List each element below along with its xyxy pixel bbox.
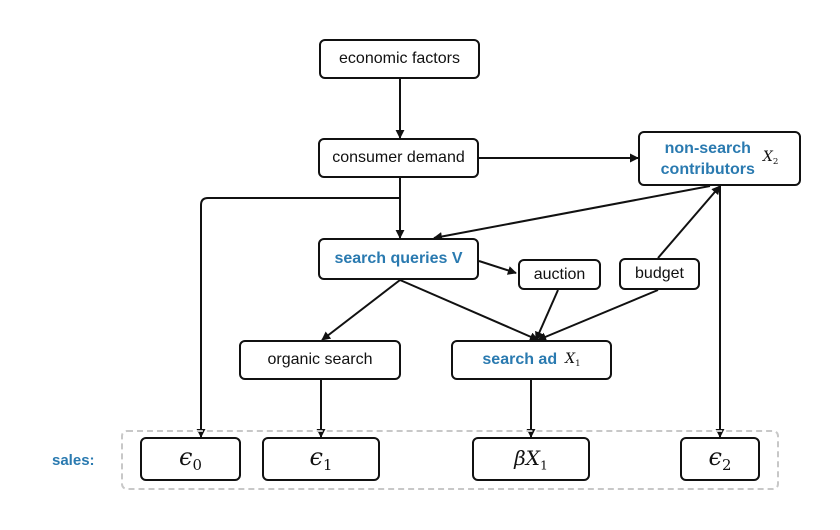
edge-budget-to-searchad xyxy=(537,289,659,342)
node-epsilon2-label: ϵ2 xyxy=(708,443,732,475)
node-non-search-label-2: contributors xyxy=(660,160,755,178)
node-search-queries-label: search queries V xyxy=(334,250,463,267)
edge-demand-to-epsilon0 xyxy=(196,178,401,438)
edge-queries-to-organic xyxy=(321,279,401,341)
node-budget: budget xyxy=(619,258,700,290)
node-auction-label: auction xyxy=(533,265,586,283)
node-search-queries: search queries V xyxy=(318,238,479,280)
sales-group xyxy=(121,430,779,490)
node-consumer-demand: consumer demand xyxy=(318,138,479,178)
node-search-ad-label: search ad xyxy=(482,351,558,368)
node-economic-factors-label: economic factors xyxy=(339,50,460,67)
node-epsilon2: ϵ2 xyxy=(680,437,760,481)
node-search-ad-var: X1 xyxy=(565,350,581,370)
node-auction: auction xyxy=(518,259,601,290)
node-epsilon0-label: ϵ0 xyxy=(179,443,202,475)
node-epsilon0: ϵ0 xyxy=(140,437,241,481)
node-non-search-label-1: non-search xyxy=(664,139,751,157)
node-economic-factors: economic factors xyxy=(319,39,480,79)
edge-auction-to-searchad xyxy=(535,289,559,341)
edge-budget-to-nonsearch xyxy=(657,185,721,259)
node-search-ad: search ad X1 xyxy=(451,340,612,380)
node-epsilon1: ϵ1 xyxy=(262,437,380,481)
node-organic-search-label: organic search xyxy=(267,351,373,368)
node-non-search-var: X2 xyxy=(762,149,779,168)
node-beta-x1: βX1 xyxy=(472,437,590,481)
node-consumer-demand-label: consumer demand xyxy=(332,149,465,166)
edge-nonsearch-to-queries xyxy=(433,185,711,241)
edge-queries-to-searchad xyxy=(399,279,539,341)
sales-label: sales: xyxy=(52,452,95,469)
node-epsilon1-label: ϵ1 xyxy=(309,443,333,475)
node-budget-label: budget xyxy=(635,265,684,282)
node-organic-search: organic search xyxy=(239,340,401,380)
node-non-search-contributors: non-search contributors X2 xyxy=(638,131,801,186)
edge-queries-to-auction xyxy=(478,260,517,275)
node-beta-x1-label: βX1 xyxy=(514,445,548,473)
